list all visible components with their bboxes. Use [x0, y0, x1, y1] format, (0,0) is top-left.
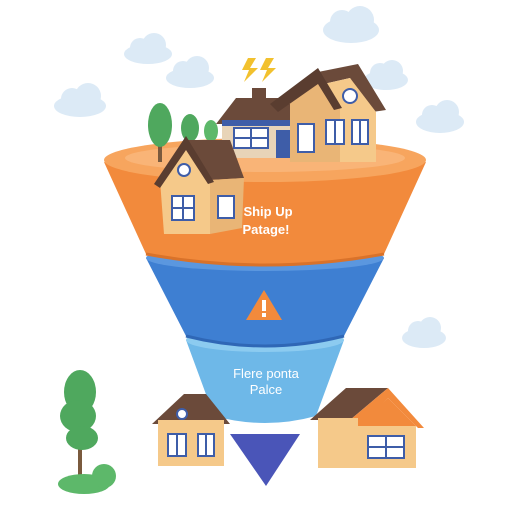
- tree-icon: [148, 103, 172, 162]
- cloud-icon: [416, 100, 464, 133]
- cloud-icon: [166, 56, 214, 88]
- funnel-stage-4: [230, 434, 300, 486]
- bush: [58, 464, 116, 494]
- cloud-icon: [124, 33, 172, 64]
- cloud-icon: [323, 6, 379, 43]
- stage-1-label-line2: Patage!: [243, 222, 290, 237]
- cloud-icon: [402, 317, 446, 348]
- cloud-icon: [364, 60, 408, 90]
- house-icon: [216, 88, 314, 158]
- stage-1-label-line1: Ship Up: [243, 204, 292, 219]
- warning-icon: [246, 290, 282, 320]
- tree-icon: [60, 370, 98, 478]
- house-icon: [152, 394, 230, 466]
- stage-3-label-line2: Palce: [250, 382, 283, 397]
- cloud-icon: [54, 83, 106, 117]
- house-icon: [310, 388, 424, 468]
- house-icon: [270, 64, 386, 162]
- spark-icon: [242, 58, 276, 82]
- stage-3-label-line1: Flere ponta: [233, 366, 300, 381]
- house-icon: [154, 136, 244, 234]
